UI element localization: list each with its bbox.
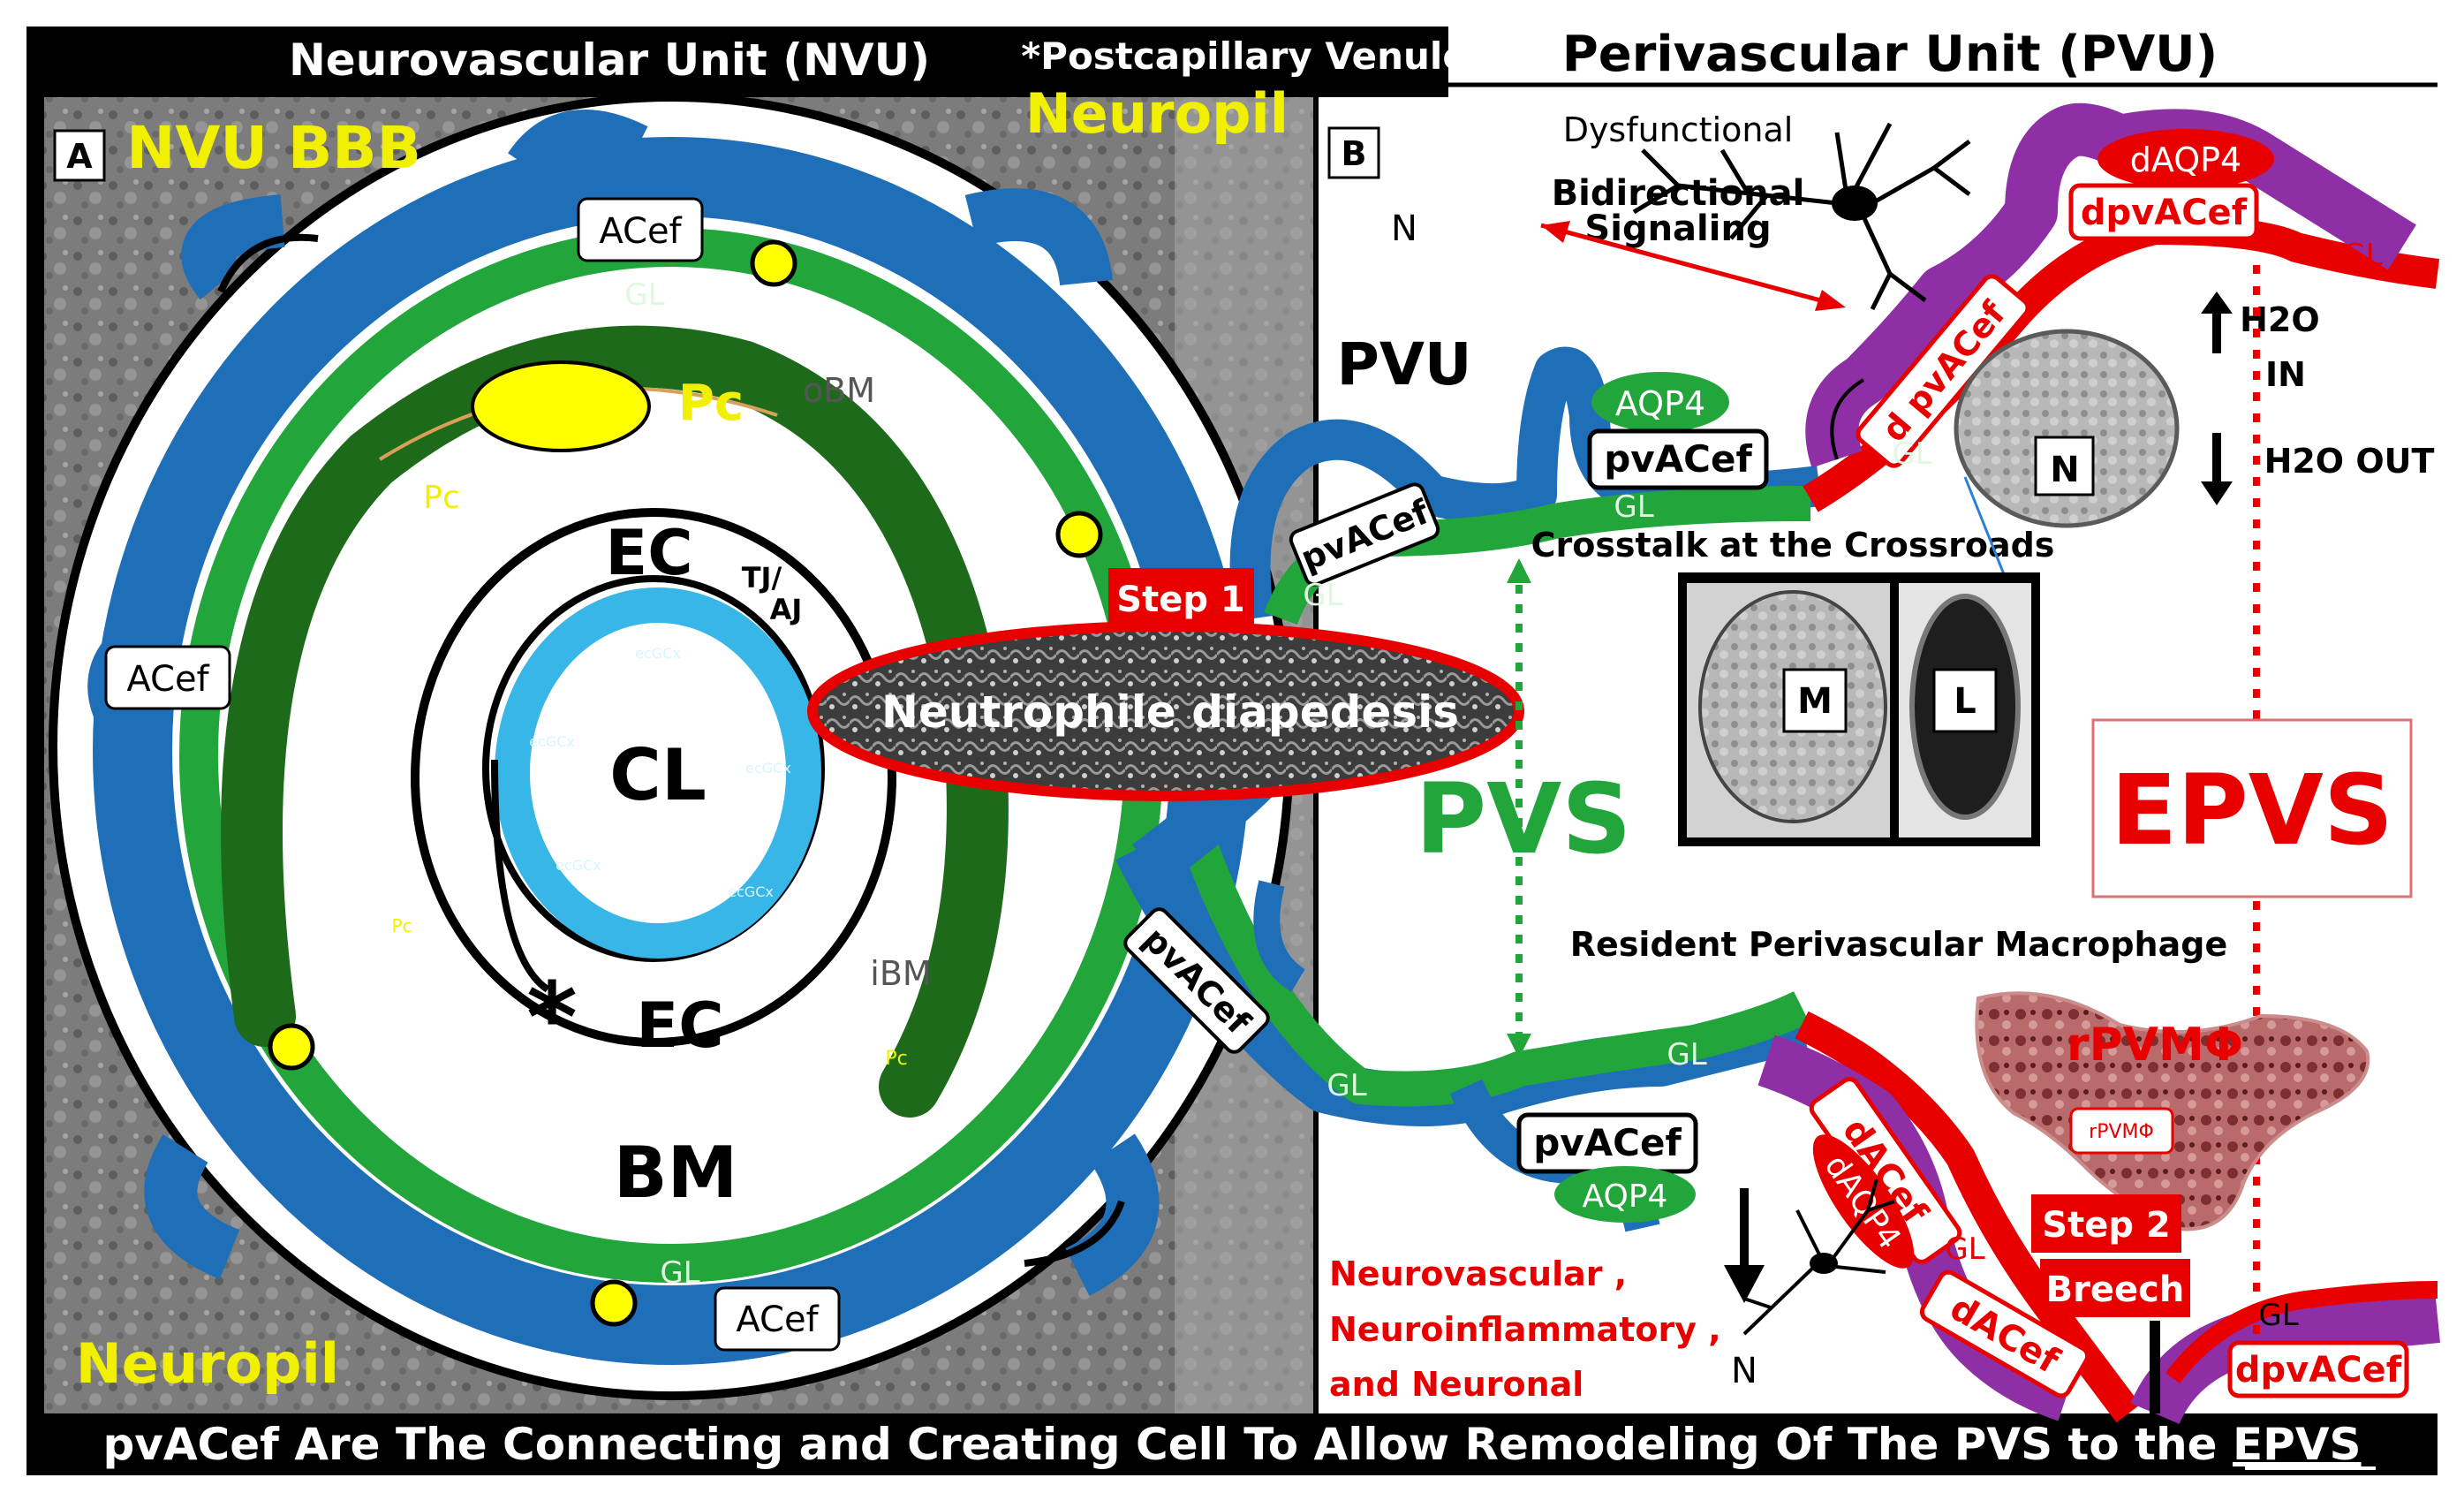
panel-a-title: NVU BBB	[126, 114, 421, 182]
acef-label-bottom: ACef	[736, 1300, 819, 1340]
outer-basement-membrane-label: oBM	[803, 371, 875, 410]
dysfunctional-label: Dysfunctional	[1563, 110, 1794, 149]
inner-basement-membrane-label: iBM	[870, 954, 931, 993]
endothelial-glycocalyx-ring	[495, 587, 821, 959]
aqp4-label-bottom: AQP4	[1583, 1178, 1668, 1215]
capillary-lumen-label: CL	[609, 734, 707, 816]
rpvmphi-small-label: rPVMΦ	[2089, 1121, 2154, 1143]
panel-a-letter: A	[66, 137, 93, 176]
panel-b-letter: B	[1342, 134, 1367, 173]
epvs-label: EPVS	[2111, 754, 2393, 867]
aqp4-badge-top	[1591, 372, 1729, 432]
arrow-down-icon	[2201, 433, 2233, 505]
pericyte-label-large: Pc	[678, 375, 744, 432]
resident-macrophage-label: Resident Perivascular Macrophage	[1570, 925, 2227, 964]
dpvacef-label-bottom: dpvACef	[2235, 1350, 2402, 1391]
aqp4-label-top: AQP4	[1615, 384, 1705, 423]
center-title: *Postcapillary Venule*	[1021, 34, 1487, 78]
neuron-label-top: N	[1391, 208, 1417, 249]
h2o-out-label: H2O OUT	[2264, 442, 2435, 481]
pericyte-nucleus	[471, 360, 651, 452]
step2-badge	[2031, 1194, 2181, 1253]
signaling-label: Signaling	[1584, 208, 1771, 249]
dpvacef-label-top: dpvACef	[2081, 193, 2248, 233]
gl-label-top-right: GL	[2342, 238, 2382, 273]
gl-label-bottom-right: GL	[2258, 1298, 2298, 1333]
arrow-up-icon	[2201, 292, 2233, 353]
neuron-icon-small	[1742, 1178, 1895, 1336]
breech-badge	[2040, 1259, 2190, 1317]
aqp4-badge-bottom	[1554, 1166, 1696, 1223]
bidirectional-label: Bidirectional	[1552, 173, 1805, 214]
pericyte-crescent	[221, 325, 1009, 1118]
gl-label-mid: GL	[1303, 578, 1342, 613]
pericyte-label-small-left: Pc	[391, 915, 412, 936]
gl-label-lower: GL	[1667, 1037, 1706, 1072]
step1-label: Step 1	[1116, 580, 1244, 620]
basement-membrane-label: BM	[614, 1132, 738, 1214]
nvu-title: Neurovascular Unit (NVU)	[289, 34, 930, 86]
acef-label-top: ACef	[599, 211, 682, 252]
micrograph-label-l: L	[1954, 681, 1976, 722]
junction-label: TJ/ AJ	[742, 561, 803, 626]
pvu-title: Perivascular Unit (PVU)	[1562, 26, 2218, 83]
rpvmphi-label: rPVMΦ	[2067, 1019, 2243, 1072]
h2o-in-label: H2O IN	[2240, 300, 2332, 394]
asterisk-mark: *	[526, 961, 578, 1074]
neuron-icon	[1632, 122, 1971, 311]
gl-label-bottom: GL	[660, 1255, 699, 1291]
crosstalk-label: Crosstalk at the Crossroads	[1531, 526, 2055, 565]
daqp4-badge-top	[2097, 129, 2274, 189]
glycocalyx-label-5: ecGCx	[728, 883, 774, 900]
gl-label-lower-2: GL	[1945, 1231, 1984, 1267]
micrograph-label-m: M	[1797, 681, 1833, 722]
neuro-line-3: and Neuronal	[1329, 1365, 1583, 1404]
gl-label-top: GL	[624, 277, 664, 313]
neuro-line-2: Neuroinflammatory ,	[1329, 1310, 1721, 1349]
neutrophile-label: Neutrophile diapedesis	[881, 686, 1459, 738]
pvacef-label-bottom: pvACef	[1533, 1121, 1682, 1164]
acef-label-left: ACef	[126, 659, 209, 700]
capillary-lumen	[545, 640, 771, 906]
endothelial-label-bottom: EC	[636, 989, 723, 1062]
pericyte-label-left: Pc	[423, 480, 460, 516]
cell-micrograph-n	[1954, 329, 2180, 528]
gl-label-upper: GL	[1614, 489, 1653, 525]
neuropil-label-top: Neuropil	[1025, 81, 1289, 146]
neuropil-label-bottom: Neuropil	[76, 1331, 339, 1396]
daqp4-label-top: dAQP4	[2130, 140, 2241, 179]
cell-label-n: N	[2050, 450, 2079, 490]
neuron-label-bottom: N	[1731, 1351, 1757, 1391]
pvs-label: PVS	[1416, 762, 1632, 875]
endothelial-label-top: EC	[605, 517, 692, 589]
glycocalyx-label-3: ecGCx	[745, 760, 791, 777]
pvacef-label-top: pvACef	[1604, 437, 1752, 481]
pericyte-label-small-right: Pc	[885, 1048, 907, 1070]
glycocalyx-label-1: ecGCx	[635, 645, 681, 662]
step1-badge	[1108, 568, 1254, 630]
breech-label: Breech	[2046, 1269, 2185, 1310]
footer-caption: pvACef Are The Connecting and Creating C…	[102, 1419, 2361, 1470]
glycocalyx-label-2: ecGCx	[529, 733, 575, 750]
gl-label-lower-center: GL	[1326, 1068, 1366, 1103]
footer-caption-end: EPVS	[2233, 1419, 2362, 1470]
pvu-label: PVU	[1336, 330, 1471, 398]
gl-label-dpv: GL	[1892, 436, 1931, 472]
footer-caption-lead: pvACef Are The Connecting and Creating C…	[102, 1419, 2217, 1470]
glycocalyx-label-4: ecGCx	[556, 857, 601, 874]
neuro-line-1: Neurovascular ,	[1329, 1254, 1627, 1293]
step2-label: Step 2	[2042, 1205, 2170, 1246]
